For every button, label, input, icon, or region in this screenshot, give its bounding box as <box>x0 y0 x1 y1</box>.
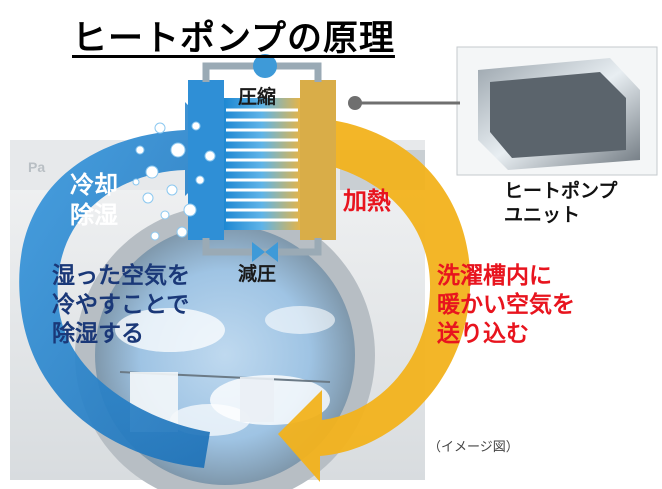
cooling-airflow-arrow <box>19 102 233 468</box>
page-title: ヒートポンプの原理 <box>72 19 395 59</box>
heating-airflow-arrow <box>275 117 471 483</box>
unit-connector-dot <box>348 96 362 110</box>
heat-exchanger-left-column <box>188 80 224 240</box>
expansion-valve-icon <box>252 242 265 262</box>
moisture-droplets <box>132 121 216 241</box>
cloud <box>265 306 335 334</box>
label-depressurize: 減圧 <box>238 263 277 285</box>
label-heat-pump-unit: ヒートポンプ ユニット <box>504 180 618 226</box>
label-heating: 加熱 <box>343 187 391 215</box>
machine-brand: Pa <box>28 159 45 175</box>
compressor-node <box>253 54 277 78</box>
label-heating-description: 洗濯槽内に 暖かい空気を 送り込む <box>437 263 575 347</box>
label-compress: 圧縮 <box>238 86 277 108</box>
heat-exchanger-right-column <box>300 80 336 240</box>
hanging-towel <box>240 377 274 422</box>
heat-pump-unit-photo <box>478 58 640 170</box>
cloud <box>115 308 225 352</box>
expansion-valve-icon <box>265 242 278 262</box>
heat-exchanger-fins <box>226 108 298 222</box>
label-dehumidify-description: 湿った空気を 冷やすことで 除湿する <box>52 263 190 347</box>
label-image-note: （イメージ図） <box>428 440 519 455</box>
label-cooling-dehumidify: 冷却 除湿 <box>70 171 118 229</box>
